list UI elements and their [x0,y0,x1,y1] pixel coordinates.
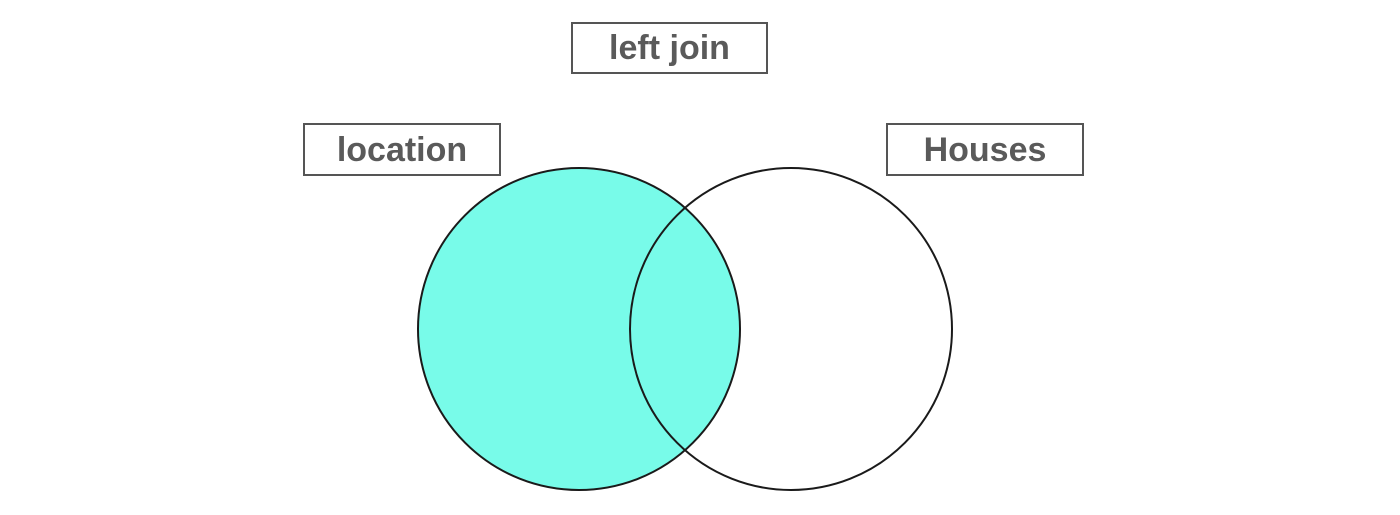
diagram-title-box: left join [571,22,768,74]
left-set-label-box: location [303,123,501,176]
left-set-circle-outline [417,167,741,491]
right-set-circle-houses [629,167,953,491]
left-set-circle-location [418,168,740,490]
right-set-label: Houses [923,130,1047,169]
left-set-label: location [336,130,468,169]
diagram-title: left join [609,29,730,67]
right-set-label-box: Houses [886,123,1084,176]
